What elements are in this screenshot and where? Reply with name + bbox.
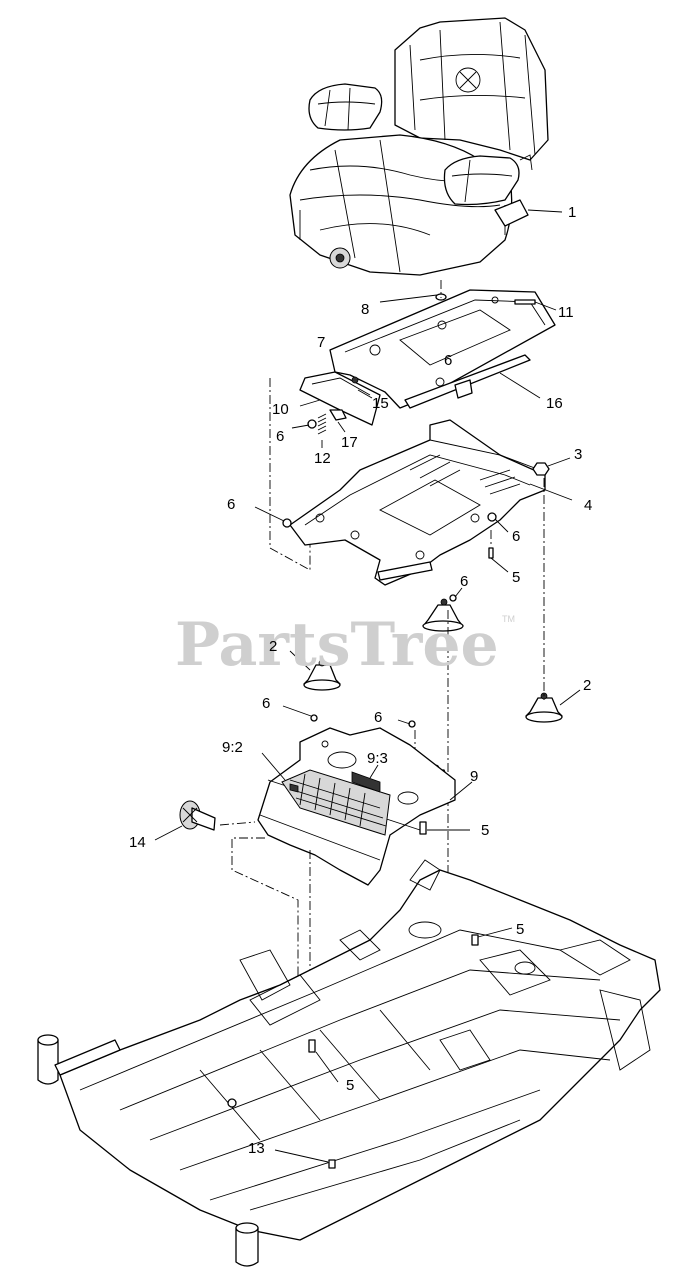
callout-16: 16 — [546, 395, 563, 412]
callout-6-console-left: 6 — [262, 695, 270, 712]
bolt[interactable] — [308, 1039, 316, 1053]
callout-5-frame: 5 — [516, 921, 524, 938]
callout-9: 9 — [470, 768, 478, 785]
mower-frame[interactable] — [59, 859, 661, 1241]
callout-9-2: 9:2 — [222, 739, 243, 756]
watermark-trademark: TM — [502, 614, 515, 624]
callout-14: 14 — [129, 834, 146, 851]
seat-assembly[interactable] — [289, 17, 549, 276]
control-decal — [281, 769, 391, 836]
caster-post-right[interactable] — [235, 1222, 259, 1267]
bolt[interactable] — [471, 934, 479, 946]
bolt[interactable] — [328, 1159, 336, 1169]
bolt[interactable] — [514, 299, 536, 305]
callout-7: 7 — [317, 334, 325, 351]
callout-2-right: 2 — [583, 677, 591, 694]
callout-6-base: 6 — [512, 528, 520, 545]
callout-9-3: 9:3 — [367, 750, 388, 767]
nut[interactable] — [310, 714, 318, 722]
callout-6-left: 6 — [227, 496, 235, 513]
nut[interactable] — [282, 518, 292, 528]
callout-5-base: 5 — [512, 569, 520, 586]
spring[interactable] — [317, 409, 347, 435]
callout-8: 8 — [361, 301, 369, 318]
hex-nut[interactable] — [532, 462, 550, 476]
callout-17: 17 — [341, 434, 358, 451]
isolator-mount[interactable] — [422, 598, 464, 632]
callout-13: 13 — [248, 1140, 265, 1157]
callout-1: 1 — [568, 204, 576, 221]
callout-5-bottom: 5 — [346, 1077, 354, 1094]
isolator-mount[interactable] — [303, 659, 341, 691]
callout-6-console-right: 6 — [374, 709, 382, 726]
callout-6-top: 6 — [444, 352, 452, 369]
callout-15: 15 — [372, 395, 389, 412]
release-bracket[interactable] — [299, 371, 381, 426]
isolator-mount[interactable] — [525, 692, 563, 723]
caster-post-left[interactable] — [37, 1034, 121, 1085]
nut[interactable] — [487, 512, 497, 522]
callout-4: 4 — [584, 497, 592, 514]
callout-6-mount: 6 — [460, 573, 468, 590]
bolt[interactable] — [419, 821, 427, 835]
callout-11: 11 — [558, 304, 574, 321]
callout-12: 12 — [314, 450, 331, 467]
callout-5-console: 5 — [481, 822, 489, 839]
nut[interactable] — [227, 1098, 237, 1108]
callout-6-spring: 6 — [276, 428, 284, 445]
callout-3: 3 — [574, 446, 582, 463]
callout-2-left: 2 — [269, 638, 277, 655]
watermark: PartsTree — [175, 610, 499, 680]
control-knob[interactable] — [179, 800, 216, 831]
callout-10: 10 — [272, 401, 289, 418]
base-plate[interactable] — [289, 419, 546, 586]
nut[interactable] — [449, 594, 457, 602]
nut[interactable] — [307, 419, 317, 429]
bolt[interactable] — [488, 547, 494, 559]
